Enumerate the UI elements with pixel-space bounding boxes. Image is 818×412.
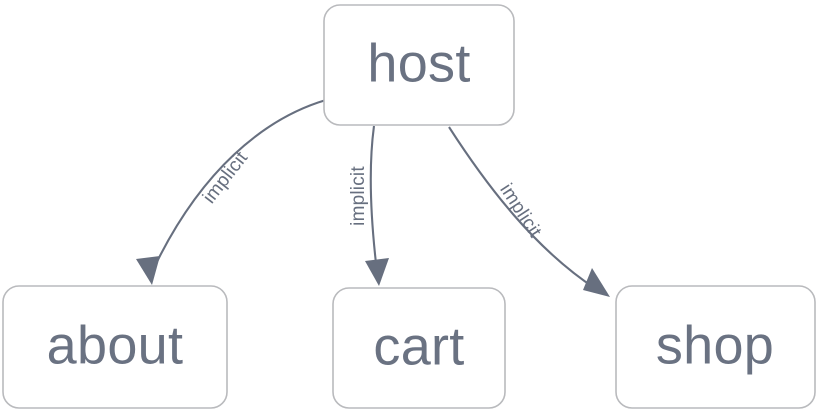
arrowhead-icon-host-about xyxy=(136,256,160,285)
arrowhead-icon-host-cart xyxy=(365,258,389,286)
node-cart-box[interactable] xyxy=(332,287,506,409)
node-cart-label: cart xyxy=(373,316,464,376)
node-shop[interactable]: shop xyxy=(615,285,816,409)
edge-path-host-about xyxy=(151,98,327,273)
node-host[interactable]: host xyxy=(323,4,515,126)
arrowhead-icon-host-shop xyxy=(583,268,610,297)
node-about[interactable]: about xyxy=(2,285,228,409)
node-host-box[interactable] xyxy=(323,4,515,126)
edge-label-host-cart: implicit xyxy=(348,166,369,226)
nodes-layer: host about cart shop xyxy=(2,4,816,409)
node-shop-box[interactable] xyxy=(615,285,816,409)
edge-host-about[interactable]: implicit xyxy=(136,98,327,285)
node-host-label: host xyxy=(367,33,470,93)
node-shop-label: shop xyxy=(656,315,774,375)
edge-host-cart[interactable]: implicit xyxy=(348,125,389,286)
edges-layer: implicit implicit implicit xyxy=(136,98,610,297)
node-about-label: about xyxy=(47,315,184,375)
node-about-box[interactable] xyxy=(2,285,228,409)
edge-path-host-cart xyxy=(369,125,379,273)
edge-label-host-shop: implicit xyxy=(495,180,545,242)
node-cart[interactable]: cart xyxy=(332,287,506,409)
edge-label-host-about: implicit xyxy=(199,147,253,207)
edge-path-host-shop xyxy=(448,126,597,290)
edge-host-shop[interactable]: implicit xyxy=(448,126,610,297)
